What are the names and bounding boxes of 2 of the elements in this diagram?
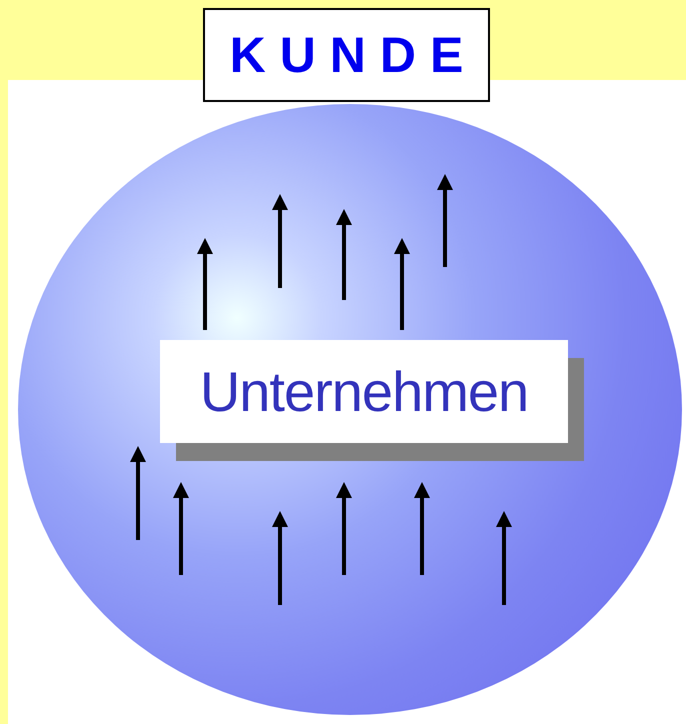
label-box: Unternehmen: [160, 340, 568, 443]
label-box: KUNDE: [203, 8, 490, 102]
